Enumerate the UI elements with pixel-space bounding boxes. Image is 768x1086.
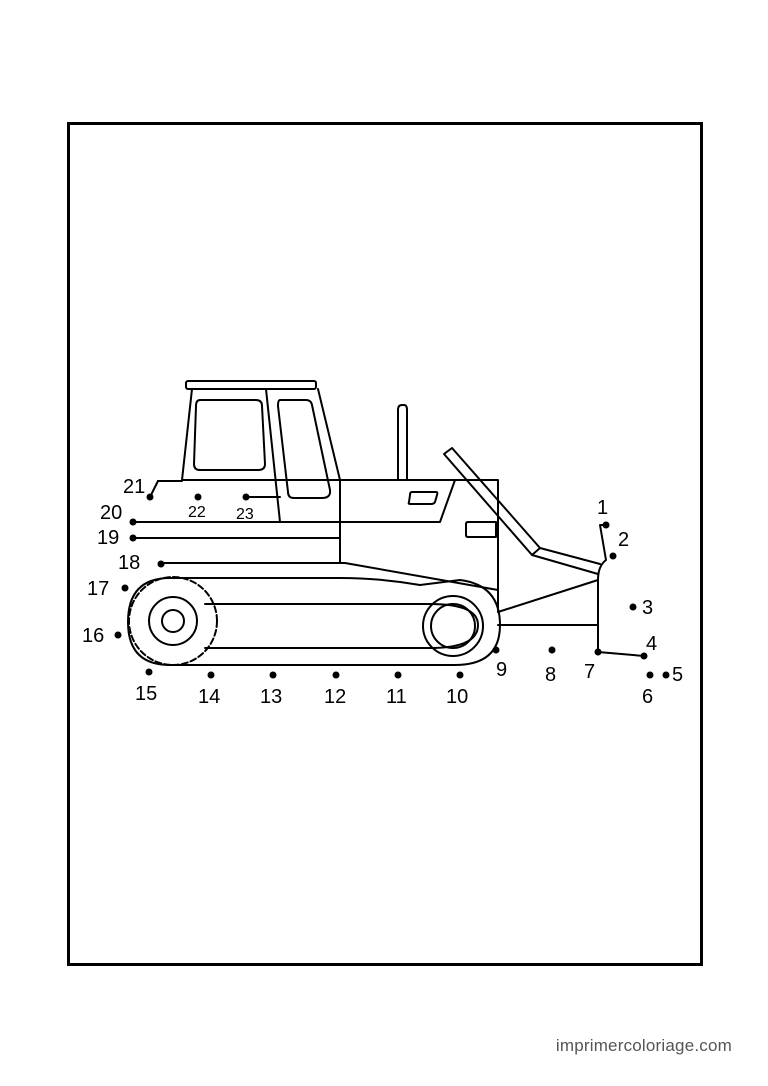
hydraulic-rod	[531, 554, 599, 575]
dot-label: 13	[260, 686, 282, 708]
dot-20	[129, 518, 137, 526]
dot-4	[640, 652, 648, 660]
site-watermark: imprimercoloriage.com	[555, 1036, 732, 1055]
cab-body	[181, 388, 341, 481]
cab-window-left	[193, 399, 266, 471]
dot-label: 19	[97, 527, 119, 549]
dot-label: 16	[82, 625, 104, 647]
dot-label: 1	[597, 497, 608, 519]
dot-label: 4	[646, 633, 657, 655]
dot-2	[609, 552, 617, 560]
dot-6	[646, 671, 654, 679]
dot-19	[129, 534, 137, 542]
dot-labels: 1 2 3 4 5 6 7 8 9 10 11 12 13 14 15 16 1…	[82, 476, 683, 708]
dot-12	[332, 671, 340, 679]
dot-8	[548, 646, 556, 654]
dot-22	[194, 493, 202, 501]
sprocket-wheel	[148, 596, 198, 646]
dot-23	[242, 493, 250, 501]
dot-label: 14	[198, 686, 220, 708]
dot-label: 11	[386, 686, 407, 708]
dot-label: 7	[584, 661, 595, 683]
dot-15	[145, 668, 153, 676]
sprocket-hub	[161, 609, 185, 633]
dot-label: 22	[188, 504, 206, 521]
dot-16	[114, 631, 122, 639]
bulldozer-outline	[127, 380, 645, 666]
engine-hood	[339, 479, 456, 523]
dot-13	[269, 671, 277, 679]
cab-pillar	[265, 388, 281, 523]
dot-label: 6	[642, 686, 653, 708]
dot-label: 5	[672, 664, 683, 686]
sprocket-teeth	[128, 576, 218, 666]
dot-label: 17	[87, 578, 109, 600]
hood-vent	[407, 491, 439, 505]
dot-18	[157, 560, 165, 568]
dot-label: 8	[545, 664, 556, 686]
dot-label: 23	[236, 506, 254, 523]
dot-17	[121, 584, 129, 592]
dot-label: 12	[324, 686, 346, 708]
dot-label: 15	[135, 683, 157, 705]
dot-5	[662, 671, 670, 679]
hydraulic-rod-2	[539, 547, 601, 565]
dot-1	[602, 521, 610, 529]
idler-wheel-inner	[430, 603, 476, 649]
dot-10	[456, 671, 464, 679]
dot-3	[629, 603, 637, 611]
dot-label: 21	[123, 476, 145, 498]
hydraulic-cylinder	[443, 447, 541, 556]
rear-body	[454, 479, 499, 613]
dot-label: 3	[642, 597, 653, 619]
push-arm-upper	[497, 579, 599, 613]
dot-9	[492, 646, 500, 654]
dot-7	[594, 648, 602, 656]
dot-label: 18	[118, 552, 140, 574]
dot-label: 10	[446, 686, 468, 708]
number-dots	[114, 493, 670, 679]
dot-label: 9	[496, 659, 507, 681]
fender-line	[344, 562, 499, 591]
exhaust-pipe	[397, 404, 408, 481]
idler-wheel-outer	[422, 595, 484, 657]
dot-14	[207, 671, 215, 679]
dot-label: 20	[100, 502, 122, 524]
body-handle	[465, 521, 497, 538]
dot-11	[394, 671, 402, 679]
dot-label: 2	[618, 529, 629, 551]
worksheet-frame	[67, 122, 703, 966]
cab-roof	[185, 380, 317, 390]
blade-outline	[597, 524, 645, 657]
cab-window-right	[277, 399, 332, 499]
dot-21	[146, 493, 154, 501]
